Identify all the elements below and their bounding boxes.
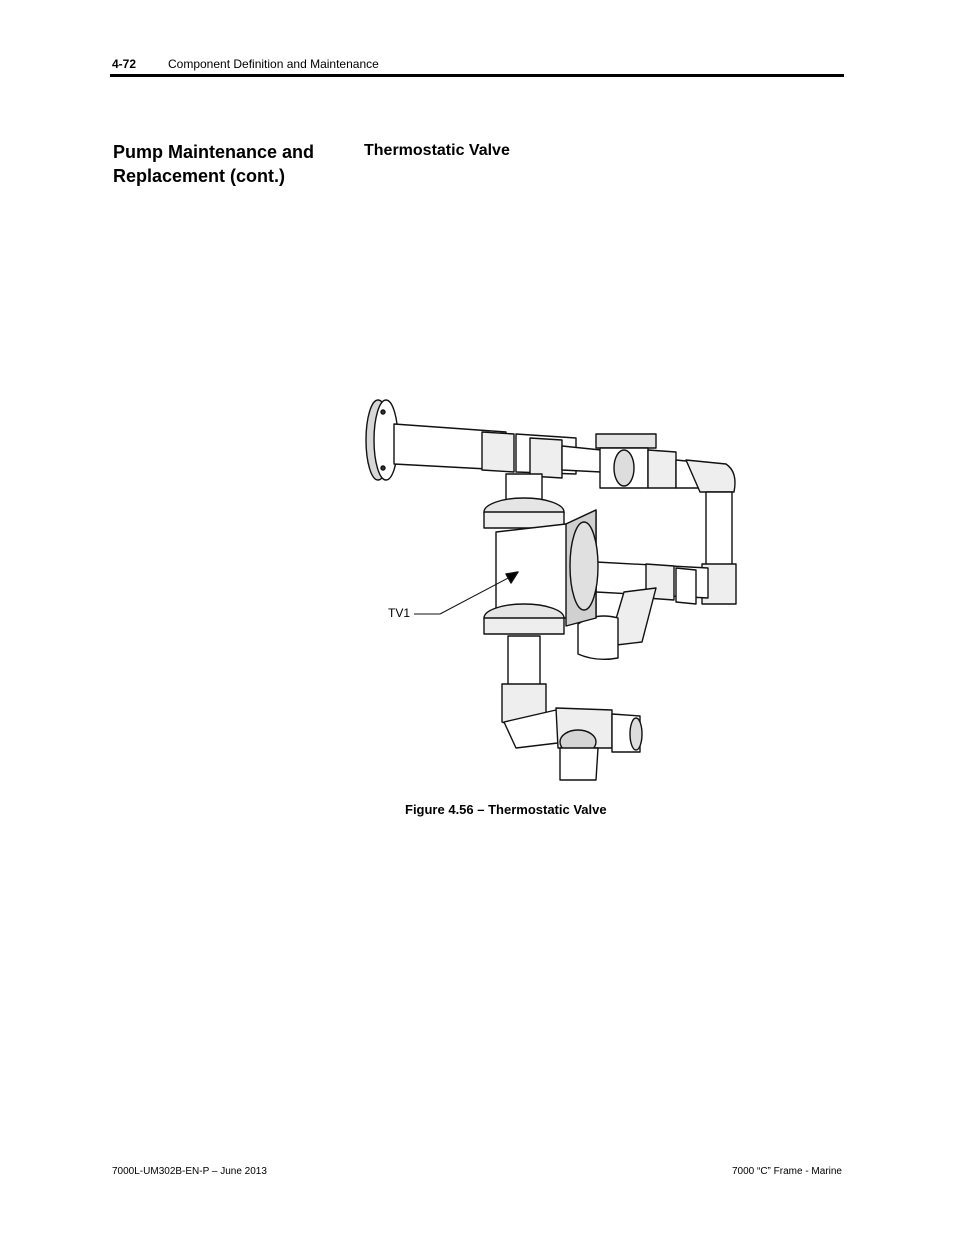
page-number: 4-72 — [112, 57, 137, 71]
section-heading: Pump Maintenance and Replacement (cont.) — [113, 142, 315, 186]
header-title: Component Definition and Maintenance — [168, 57, 379, 71]
header-rule — [110, 74, 844, 77]
footer-publication: 7000L-UM302B-EN-P – June 2013 — [112, 1166, 267, 1177]
callout-label-tv1: TV1 — [388, 606, 411, 620]
footer-product: 7000 “C” Frame - Marine — [731, 1166, 842, 1177]
pipe-assembly-drawing — [365, 399, 737, 781]
page-header: 4-72 Component Definition and Maintenanc… — [112, 56, 844, 76]
thermostatic-valve-figure — [356, 392, 756, 787]
sub-heading: Thermostatic Valve — [364, 142, 510, 159]
figure-caption: Figure 4.56 – Thermostatic Valve — [405, 802, 607, 817]
